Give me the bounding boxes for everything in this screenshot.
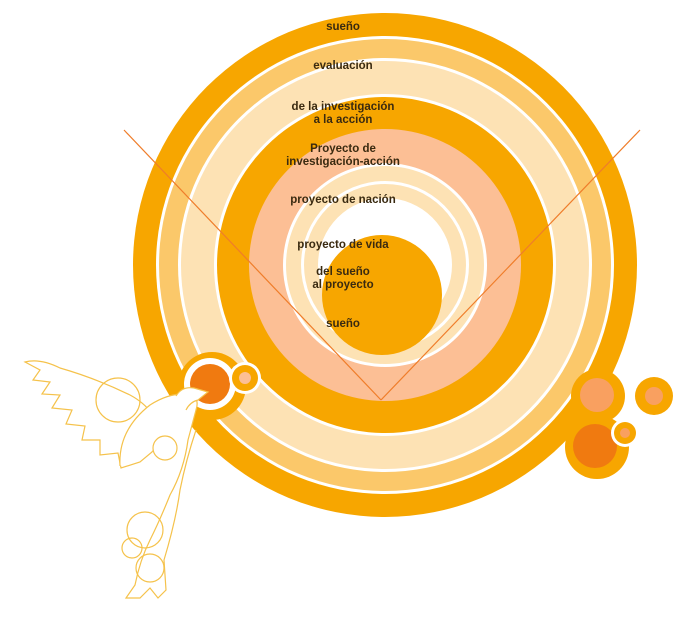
v-line-left	[123, 129, 382, 401]
dove-icon	[23, 360, 210, 599]
v-line-right	[380, 129, 641, 401]
rings-group	[133, 13, 637, 517]
ring-core	[322, 235, 442, 355]
v-lines	[123, 129, 641, 401]
decorative-circles-right	[565, 369, 673, 479]
